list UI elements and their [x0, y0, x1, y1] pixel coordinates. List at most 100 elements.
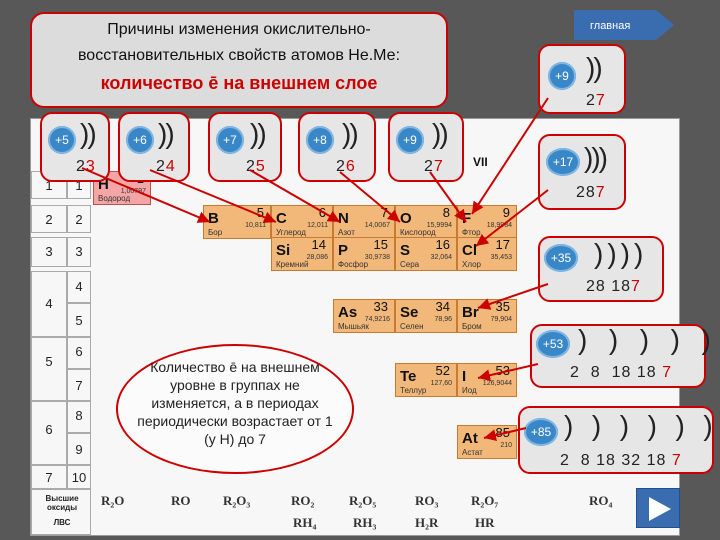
element-mass: 15,9994	[426, 222, 452, 229]
electron-config: 2 8 18 18 7	[570, 364, 672, 382]
config-outer: 7	[433, 158, 444, 175]
electron-shells-icon: ))	[80, 118, 97, 149]
electron-shells-icon: ))	[432, 118, 449, 149]
config-prefix: 2	[586, 92, 596, 109]
title-box: Причины изменения окислительно- восстано…	[30, 12, 448, 108]
element-mass: 1,00797	[120, 188, 146, 195]
element-symbol: C	[276, 210, 287, 227]
config-outer: 7	[631, 278, 641, 295]
element-mass: 30,9738	[364, 254, 390, 261]
element-symbol: At	[462, 430, 478, 447]
config-prefix: 2	[246, 158, 256, 175]
period-number: 2	[45, 212, 53, 227]
period-number: 5	[45, 354, 53, 369]
electron-config: 25	[246, 158, 266, 176]
nucleus-icon: +5	[48, 126, 76, 154]
row-number: 2	[75, 212, 83, 227]
element-mass: 35,453	[490, 254, 512, 261]
arrow-to-o	[339, 171, 401, 223]
element-symbol: Br	[462, 304, 479, 321]
element-number: 17	[495, 237, 510, 252]
config-prefix: 2 8 18 18	[570, 364, 663, 381]
electron-config: 2 8 18 32 18 7	[560, 452, 682, 470]
config-outer: 4	[165, 158, 176, 175]
element-number: 53	[495, 363, 510, 378]
element-number: 14	[311, 237, 326, 252]
row-number: 8	[75, 408, 83, 423]
arrow-to-b	[81, 167, 211, 223]
config-outer: 7	[595, 184, 606, 201]
element-mass: 210	[500, 442, 512, 449]
oxide-formula: RO₄	[589, 493, 613, 508]
nucleus-icon: +53	[536, 330, 570, 358]
period-cell: 5	[31, 337, 67, 401]
element-symbol: Se	[400, 304, 419, 321]
element-symbol: O	[400, 210, 412, 227]
electron-shells-icon: ))	[250, 118, 267, 149]
oxide-formula: RO₃	[415, 493, 439, 508]
arrow-to-n	[249, 169, 341, 223]
row-cell: 3	[67, 237, 91, 267]
electron-config: 28 187	[586, 278, 641, 296]
electron-config: 24	[156, 158, 176, 176]
element-number: 8	[442, 205, 450, 220]
config-outer: 3	[85, 158, 96, 175]
hydride-formula: H₂R	[415, 515, 439, 530]
config-outer: 6	[345, 158, 356, 175]
config-prefix: 2	[336, 158, 346, 175]
period-number: 3	[45, 244, 53, 259]
element-number: 85	[495, 425, 510, 440]
period-cell: 2	[31, 205, 67, 233]
config-prefix: 2	[424, 158, 434, 175]
element-name: Астат	[462, 448, 483, 457]
element-symbol: Si	[276, 242, 291, 259]
period-number: 4	[45, 296, 53, 311]
element-mass: 10,811	[245, 222, 266, 229]
config-outer: 7	[662, 364, 672, 381]
main-nav-button[interactable]: главная	[574, 10, 674, 40]
atom-bubble-bromine: +35 )))) 28 187	[538, 236, 664, 302]
atom-bubble-iodine: +53 ) ) ) ) ) 2 8 18 18 7	[530, 324, 711, 388]
element-symbol: S	[400, 242, 411, 259]
element-name: Азот	[338, 228, 355, 237]
element-mass: 78,96	[434, 316, 452, 323]
next-slide-button[interactable]	[636, 488, 680, 528]
nucleus-icon: +9	[396, 126, 424, 154]
element-number: 9	[502, 205, 510, 220]
play-icon	[649, 497, 671, 521]
element-mass: 12,011	[307, 222, 328, 229]
electron-shells-icon: ))	[342, 118, 359, 149]
electron-shells-icon: ) ) ) ) )	[578, 324, 713, 355]
element-mass: 32,064	[430, 254, 452, 261]
row-cell: 7	[67, 369, 91, 401]
element-symbol: As	[338, 304, 358, 321]
period-number: 6	[45, 422, 53, 437]
config-prefix: 2 8 18 32 18	[560, 452, 672, 469]
electron-shells-icon: )))	[584, 142, 608, 173]
element-number: 52	[435, 363, 450, 378]
electron-config: 27	[586, 92, 606, 110]
atom-bubble-nitrogen: +7 )) 25	[208, 112, 282, 182]
nucleus-icon: +6	[126, 126, 154, 154]
nucleus-icon: +9	[548, 62, 576, 90]
row-number: 3	[75, 244, 83, 259]
config-prefix: 28 18	[586, 278, 632, 295]
title-line-2: восстановительных свойств атомов Не.Ме:	[77, 47, 401, 64]
oxide-formula: R₂O₃	[223, 493, 251, 508]
electron-config: 26	[336, 158, 356, 176]
element-mass: 126,9044	[482, 380, 512, 387]
